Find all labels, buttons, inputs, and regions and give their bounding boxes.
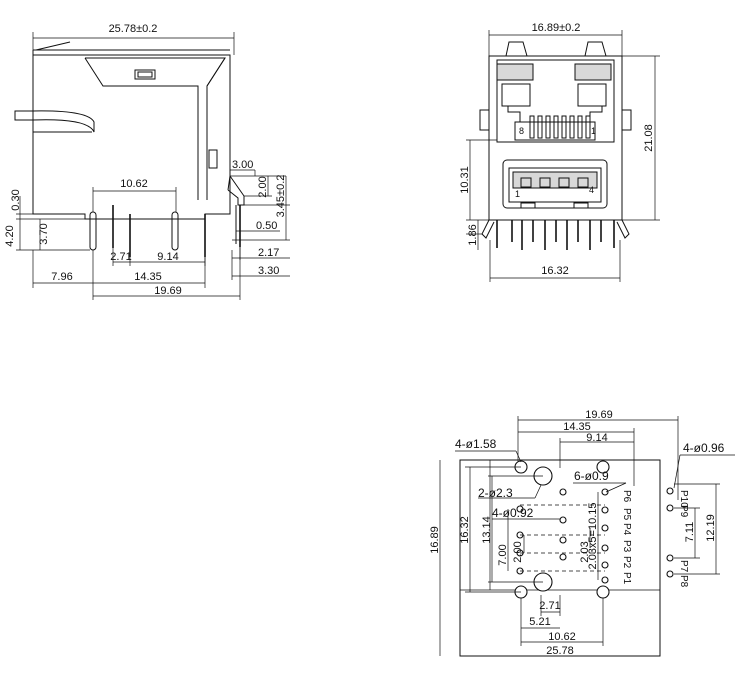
side-dim-3-45: 3.45±0.2 — [275, 175, 287, 218]
fp-dim-25-78: 25.78 — [546, 645, 574, 657]
side-dim-9-14: 9.14 — [157, 251, 178, 263]
fp-dim-14-35: 14.35 — [563, 421, 591, 433]
fp-label-p2: P2 — [621, 556, 632, 569]
fp-dim-5-21: 5.21 — [529, 616, 550, 628]
fp-dim-16-32: 16.32 — [459, 516, 471, 544]
fp-label-p5: P5 — [621, 508, 632, 521]
side-top-width-label: 25.78±0.2 — [109, 23, 158, 35]
usb-pin-4-label: 4 — [589, 185, 594, 195]
side-dim-3-00: 3.00 — [232, 159, 253, 171]
fp-dim-16-89: 16.89 — [429, 526, 441, 554]
fp-dim-12-19: 12.19 — [705, 514, 717, 542]
fp-hole-4-092: 4-ø0.92 — [492, 506, 534, 520]
side-dim-3-70: 3.70 — [38, 223, 50, 244]
side-dim-0-50: 0.50 — [256, 220, 277, 232]
front-dim-16-32: 16.32 — [541, 265, 569, 277]
side-dim-2-17: 2.17 — [258, 247, 279, 259]
fp-label-p9: P9 — [678, 505, 689, 518]
fp-dim-7-11: 7.11 — [684, 522, 696, 543]
side-dim-19-69: 19.69 — [154, 285, 182, 297]
fp-label-p7: P7 — [678, 560, 689, 573]
fp-label-p3: P3 — [621, 540, 632, 553]
fp-label-p10: P10 — [678, 490, 689, 508]
rj45-pin-1-label: 1 — [591, 126, 596, 136]
rj45-pin-8-label: 8 — [519, 126, 524, 136]
fp-dim-10-15: 2.03x5=10.15 — [587, 503, 599, 570]
side-dim-7-96: 7.96 — [51, 271, 72, 283]
fp-dim-2-71: 2.71 — [539, 600, 560, 612]
fp-hole-4-158: 4-ø1.58 — [455, 437, 497, 451]
pcb-footprint: 19.69 14.35 9.14 — [429, 409, 735, 657]
side-dim-3-30: 3.30 — [258, 265, 279, 277]
side-dim-4-20: 4.20 — [4, 225, 16, 246]
front-dim-21-08: 21.08 — [643, 124, 655, 152]
fp-hole-2-23: 2-ø2.3 — [478, 486, 513, 500]
fp-dim-2-03: 2.03 — [579, 541, 591, 562]
front-pins — [481, 219, 630, 250]
fp-dim-19-69: 19.69 — [585, 409, 613, 421]
side-dim-2-71: 2.71 — [110, 251, 131, 263]
side-dim-0-30: 0.30 — [10, 189, 22, 210]
front-view: 16.89±0.2 8 1 — [459, 22, 660, 282]
fp-label-p6: P6 — [621, 490, 632, 503]
fp-dim-2-00: 2.00 — [512, 541, 524, 562]
fp-hole-6-09: 6-ø0.9 — [574, 469, 609, 483]
fp-label-p4: P4 — [621, 523, 632, 536]
fp-label-p8: P8 — [678, 575, 689, 588]
fp-label-p1: P1 — [621, 572, 632, 585]
usb-pin-1-label: 1 — [515, 189, 520, 199]
front-dim-10-31: 10.31 — [459, 166, 471, 194]
rj45-contacts — [529, 115, 591, 139]
fp-dim-13-14: 13.14 — [481, 516, 493, 544]
front-top-width-label: 16.89±0.2 — [532, 22, 581, 34]
side-view: 25.78±0.2 0.30 — [4, 23, 290, 300]
fp-dim-7-00: 7.00 — [497, 544, 509, 565]
signal-holes — [559, 487, 674, 584]
side-dim-10-62: 10.62 — [120, 178, 148, 190]
fp-dim-9-14: 9.14 — [586, 432, 607, 444]
side-dim-2-00: 2.00 — [257, 176, 269, 197]
side-dim-14-35: 14.35 — [134, 271, 162, 283]
front-dim-1-86: 1.86 — [467, 224, 479, 245]
fp-hole-4-096: 4-ø0.96 — [683, 441, 725, 455]
fp-dim-10-62: 10.62 — [548, 631, 576, 643]
